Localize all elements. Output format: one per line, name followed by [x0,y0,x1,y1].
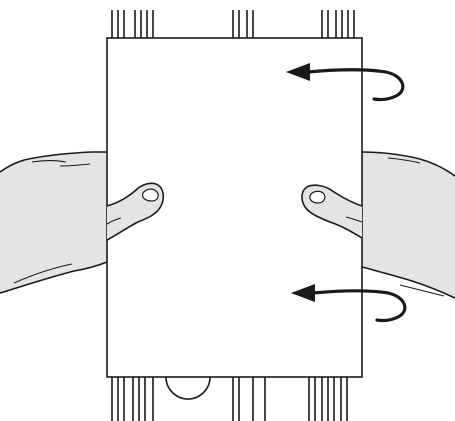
hand-details [13,157,445,297]
left-thumbnail [141,188,159,202]
top-connector-pins [111,10,355,38]
bottom-tab [165,376,211,400]
curved-arrow-left-icon [291,284,407,323]
right-thumb [301,184,363,239]
left-hand-icon [0,151,108,294]
left-thumb [106,182,165,241]
bottom-connector-pins [111,377,348,421]
right-hand-icon [361,151,455,299]
right-thumbnail [309,190,326,204]
curved-arrow-left-icon [286,63,405,102]
